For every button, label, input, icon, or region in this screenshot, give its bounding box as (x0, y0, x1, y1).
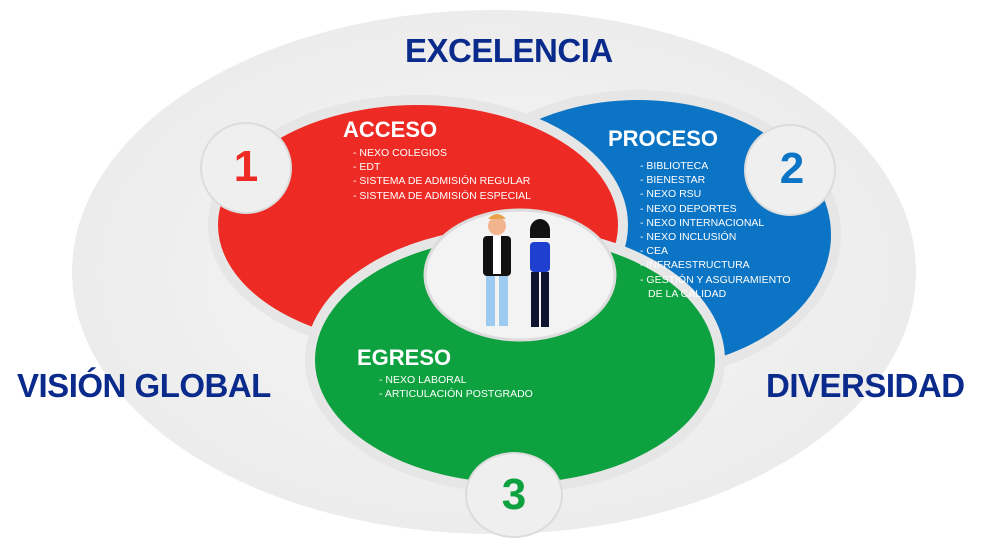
acceso-list: NEXO COLEGIOS EDT SISTEMA DE ADMISIÓN RE… (353, 146, 531, 203)
list-item: GESTIÓN Y ASGURAMIENTO (640, 273, 790, 287)
badge-1-circle (200, 122, 292, 214)
list-item: BIENESTAR (640, 173, 791, 187)
label-excelencia: EXCELENCIA (405, 32, 613, 69)
proceso-title: PROCESO (608, 126, 719, 151)
list-item: INFRAESTRUCTURA (640, 258, 791, 272)
list-item: NEXO DEPORTES (640, 202, 791, 216)
list-item: DE LA CALIDAD (648, 287, 727, 300)
label-diversidad: DIVERSIDAD (766, 367, 965, 404)
acceso-title: ACCESO (343, 117, 438, 142)
list-item: NEXO COLEGIOS (353, 146, 531, 160)
badge-3-number: 3 (501, 470, 527, 519)
egreso-list: NEXO LABORAL ARTICULACIÓN POSTGRADO (379, 373, 533, 401)
label-vision-global: VISIÓN GLOBAL (17, 367, 271, 404)
egreso-title: EGRESO (357, 345, 452, 370)
list-item: NEXO INTERNACIONAL (640, 216, 791, 230)
list-item: NEXO INCLUSIÓN (640, 230, 791, 244)
list-item: NEXO LABORAL (379, 373, 533, 387)
list-item: SISTEMA DE ADMISIÓN ESPECIAL (353, 189, 531, 203)
badge-3-circle (465, 452, 563, 538)
list-item: CEA (640, 244, 791, 258)
list-item: EDT (353, 160, 531, 174)
students-illustration (483, 214, 550, 327)
list-item: NEXO RSU (640, 187, 791, 201)
list-item: SISTEMA DE ADMISIÓN REGULAR (353, 174, 531, 188)
proceso-list: BIBLIOTECA BIENESTAR NEXO RSU NEXO DEPOR… (640, 159, 791, 301)
list-item: ARTICULACIÓN POSTGRADO (379, 387, 533, 401)
center-ellipse (423, 208, 617, 342)
badge-1-number: 1 (233, 142, 259, 191)
list-item: BIBLIOTECA (640, 159, 791, 173)
